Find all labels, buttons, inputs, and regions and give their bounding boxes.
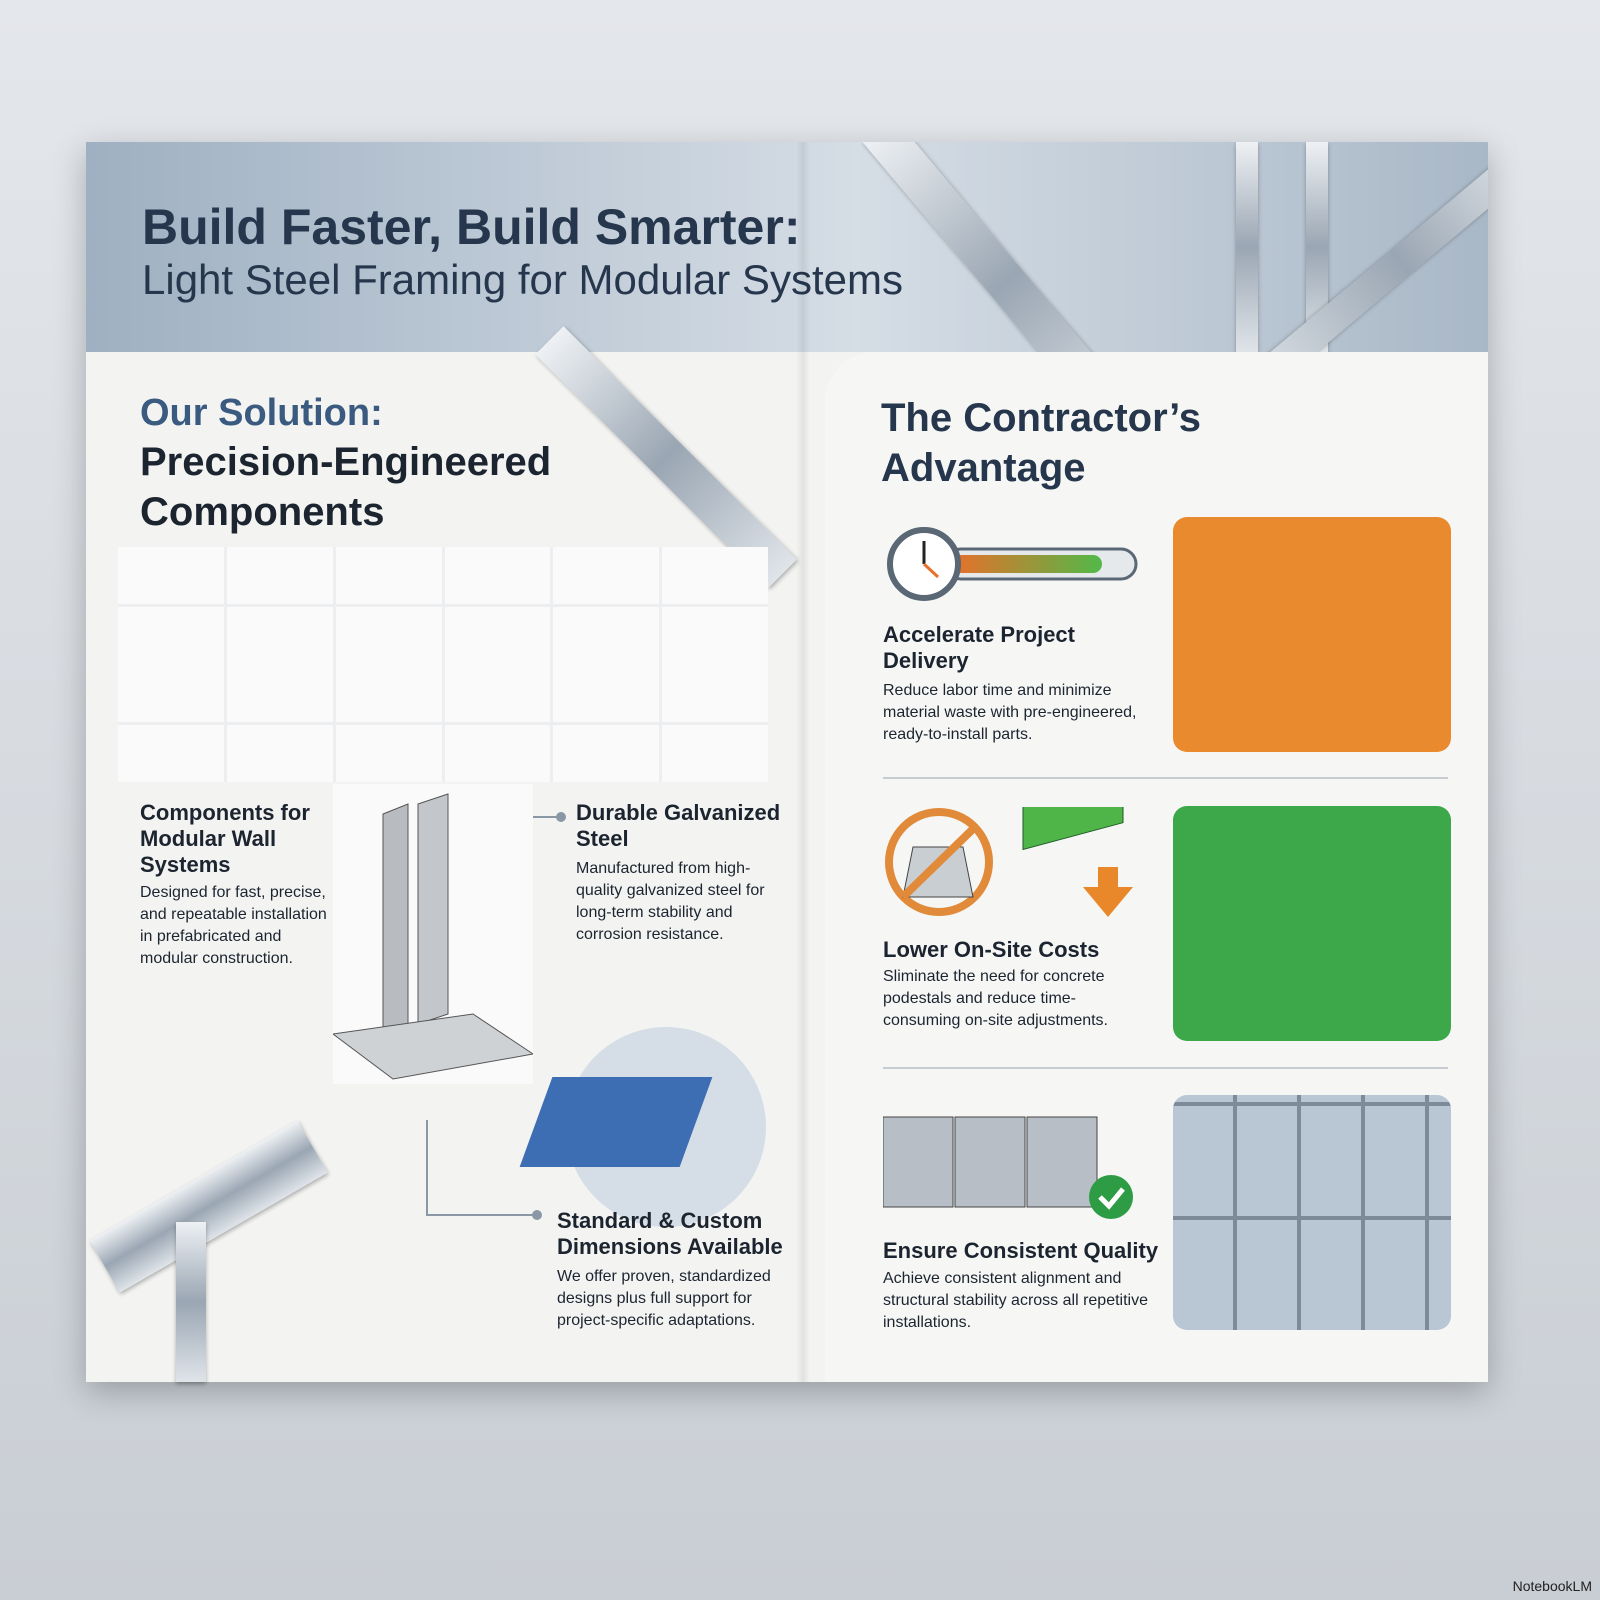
advantage-text: Sliminate the need for concrete podestal… xyxy=(883,968,1108,1029)
steel-beam-decoration xyxy=(862,142,1150,352)
no-concrete-money-icon xyxy=(883,777,1143,922)
section-title: Components xyxy=(140,490,385,534)
connector-dot xyxy=(556,812,566,822)
bracket-illustration xyxy=(331,784,535,1084)
connector-line xyxy=(533,816,561,818)
divider xyxy=(883,777,1448,779)
feature-title: Durable Galvanized Steel xyxy=(576,800,781,851)
advantage-title: Lower On-Site Costs xyxy=(883,937,1100,962)
modular-room-illustration xyxy=(1173,517,1451,752)
modular-facade-illustration xyxy=(1173,1095,1451,1330)
steel-stud-decoration xyxy=(1236,142,1258,352)
components-image-grid xyxy=(118,547,768,782)
blueprint-illustration xyxy=(519,1027,766,1227)
steel-stud-decoration xyxy=(1306,142,1328,352)
notebooklm-watermark: NotebookLM xyxy=(1512,1578,1592,1594)
connector-dot xyxy=(532,1210,542,1220)
divider xyxy=(883,1067,1448,1069)
section-title: Advantage xyxy=(881,446,1086,490)
advantage-text: Reduce labor time and minimize material … xyxy=(883,682,1137,743)
stopwatch-progress-icon xyxy=(886,527,1146,612)
feature-title: Standard & Custom Dimensions Available xyxy=(557,1208,783,1259)
blueprint-icon xyxy=(519,1077,713,1167)
page-title: Build Faster, Build Smarter: xyxy=(142,199,801,255)
steel-beam-decoration xyxy=(1238,142,1488,352)
steel-beam-decoration xyxy=(89,1120,328,1293)
steel-stud-decoration xyxy=(176,1222,206,1382)
advantage-title: Ensure Consistent Quality xyxy=(883,1238,1159,1263)
section-title: The Contractor’s xyxy=(881,396,1202,440)
header-band: Build Faster, Build Smarter: Light Steel… xyxy=(86,142,1488,352)
section-kicker: Our Solution: xyxy=(140,392,383,434)
connector-line xyxy=(426,1120,428,1215)
advantage-text: Achieve consistent alignment and structu… xyxy=(883,1270,1148,1331)
page-subtitle: Light Steel Framing for Modular Systems xyxy=(142,256,903,303)
feature-text: Manufactured from high-quality galvanize… xyxy=(576,860,765,943)
section-title: Precision-Engineered xyxy=(140,440,552,484)
feature-title: Components for Modular Wall Systems xyxy=(140,800,310,877)
feature-text: We offer proven, standardized designs pl… xyxy=(557,1268,771,1329)
advantage-title: Accelerate Project Delivery xyxy=(883,622,1075,673)
steel-columns-illustration xyxy=(1173,806,1451,1041)
spine-fold xyxy=(796,142,810,1382)
modules-check-icon xyxy=(882,1097,1143,1232)
brochure-spread: Build Faster, Build Smarter: Light Steel… xyxy=(86,142,1488,1382)
feature-text: Designed for fast, precise, and repeatab… xyxy=(140,884,327,967)
connector-line xyxy=(426,1214,536,1216)
